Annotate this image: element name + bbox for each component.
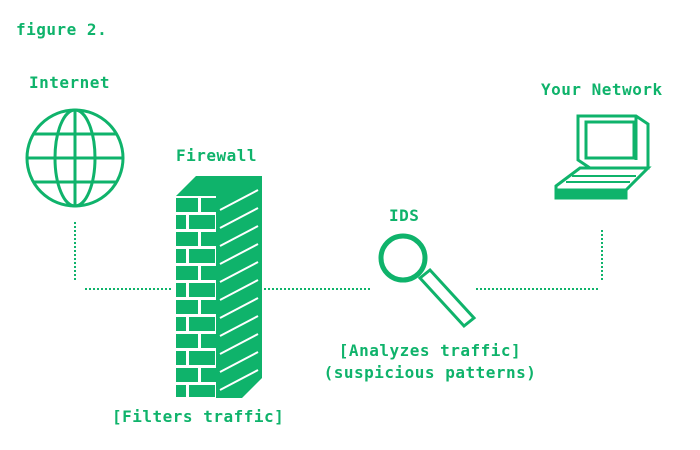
- magnifying-glass-icon: [378, 233, 477, 329]
- ids-caption-line-2: (suspicious patterns): [323, 363, 537, 382]
- firewall-caption: [Filters traffic]: [112, 407, 285, 426]
- ids-caption: [Analyzes traffic] (suspicious patterns): [300, 340, 560, 384]
- connections: [74, 222, 603, 290]
- ids-label: IDS: [389, 206, 420, 225]
- brick-wall-icon: [176, 176, 262, 398]
- globe-icon: [25, 108, 125, 208]
- laptop-icon: [554, 114, 652, 200]
- figure-title: figure 2.: [16, 20, 108, 39]
- firewall-label: Firewall: [176, 146, 258, 165]
- network-label: Your Network: [541, 80, 663, 99]
- internet-label: Internet: [29, 73, 111, 92]
- ids-caption-line-1: [Analyzes traffic]: [338, 341, 522, 360]
